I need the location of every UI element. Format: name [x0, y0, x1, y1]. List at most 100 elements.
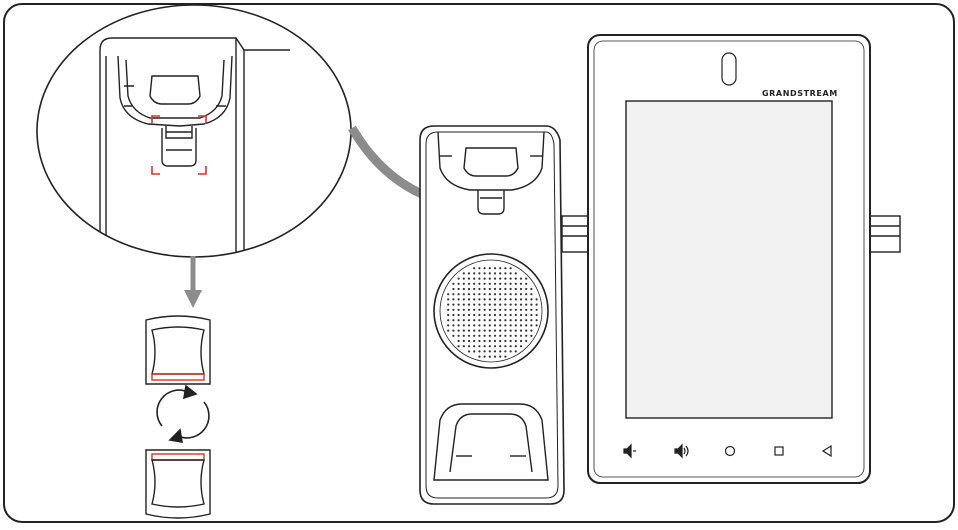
speaker-hole: [483, 303, 486, 306]
speaker-hole: [488, 329, 491, 332]
speaker-hole: [457, 308, 460, 311]
speaker-hole: [499, 298, 502, 301]
speaker-hole: [467, 277, 471, 280]
speaker-hole: [525, 334, 528, 337]
speaker-hole: [493, 293, 497, 296]
speaker-dots: [447, 267, 538, 358]
speaker-hole: [530, 287, 533, 291]
speaker-hole: [519, 334, 523, 337]
speaker-hole: [488, 303, 491, 306]
speaker-hole: [509, 272, 512, 275]
speaker-hole: [473, 303, 476, 306]
speaker-hole: [499, 319, 502, 322]
speaker-hole: [530, 303, 533, 306]
speaker-hole: [457, 334, 460, 337]
speaker-hole: [499, 345, 502, 348]
speaker-hole: [488, 272, 491, 275]
speaker-hole: [514, 345, 517, 348]
speaker-hole: [483, 355, 486, 358]
speaker-hole: [499, 313, 502, 317]
speaker-hole: [483, 287, 486, 291]
speaker-hole: [499, 350, 502, 353]
speaker-hole: [504, 319, 507, 322]
speaker-hole: [478, 298, 481, 301]
speaker-hole: [509, 282, 512, 285]
speaker-hole: [478, 303, 481, 306]
speaker-hole: [473, 277, 476, 280]
speaker-hole: [478, 287, 481, 291]
speaker-hole: [467, 282, 471, 285]
speaker-hole: [452, 329, 455, 332]
speaker-hole: [519, 313, 523, 317]
volume-up-icon: [674, 443, 689, 459]
speaker-hole: [525, 287, 528, 291]
speaker-hole: [525, 282, 528, 285]
speaker-hole: [462, 272, 465, 275]
back-icon: [821, 444, 832, 458]
speaker-hole: [473, 339, 476, 343]
speaker-hole: [519, 282, 523, 285]
speaker-hole: [525, 339, 528, 343]
speaker-hole: [488, 298, 491, 301]
speaker-hole: [514, 308, 517, 311]
speaker-hole: [514, 319, 517, 322]
speaker-hole: [493, 329, 497, 332]
speaker-hole: [514, 329, 517, 332]
speaker-hole: [519, 319, 523, 322]
speaker-hole: [509, 303, 512, 306]
speaker-hole: [457, 345, 460, 348]
speaker-hole: [457, 287, 460, 291]
speaker-hole: [493, 339, 497, 343]
speaker-hole: [514, 277, 517, 280]
home-icon: [724, 445, 736, 457]
speaker-hole: [467, 345, 471, 348]
speaker-hole: [525, 303, 528, 306]
speaker-hole: [525, 293, 528, 296]
speaker-hole: [504, 345, 507, 348]
speaker-hole: [462, 313, 465, 317]
speaker-hole: [519, 303, 523, 306]
speaker-hole: [499, 339, 502, 343]
rotate-arrows-icon: [156, 384, 210, 443]
speaker-hole: [467, 293, 471, 296]
speaker-hole: [530, 334, 533, 337]
speaker-hole: [493, 298, 497, 301]
speaker-hole: [452, 324, 455, 327]
speaker-hole: [504, 313, 507, 317]
speaker-hole: [488, 277, 491, 280]
brand-logo: GRANDSTREAM: [762, 89, 838, 98]
speaker-hole: [473, 334, 476, 337]
speaker-hole: [488, 282, 491, 285]
speaker-hole: [535, 319, 538, 322]
speaker-hole: [488, 355, 491, 358]
speaker-hole: [462, 339, 465, 343]
speaker-hole: [504, 303, 507, 306]
speaker-hole: [478, 324, 481, 327]
speaker-hole: [452, 319, 455, 322]
speaker-hole: [447, 319, 450, 322]
clip-orientation-2: [145, 449, 211, 519]
speaker-hole: [504, 282, 507, 285]
speaker-hole: [462, 287, 465, 291]
speaker-hole: [473, 308, 476, 311]
speaker-hole: [535, 298, 538, 301]
speaker-hole: [478, 334, 481, 337]
speaker-hole: [504, 298, 507, 301]
speaker-hole: [530, 319, 533, 322]
speaker-hole: [473, 350, 476, 353]
speaker-hole: [452, 308, 455, 311]
speaker-hole: [504, 339, 507, 343]
speaker-hole: [525, 329, 528, 332]
speaker-hole: [488, 293, 491, 296]
speaker-hole: [509, 339, 512, 343]
tablet-body: GRANDSTREAM: [587, 34, 871, 484]
speaker-hole: [467, 308, 471, 311]
speaker-hole: [483, 334, 486, 337]
speaker-hole: [467, 339, 471, 343]
speaker-hole: [452, 298, 455, 301]
speaker-hole: [499, 282, 502, 285]
speaker-hole: [493, 282, 497, 285]
speaker-hole: [447, 293, 450, 296]
speaker-grille: [433, 253, 549, 369]
